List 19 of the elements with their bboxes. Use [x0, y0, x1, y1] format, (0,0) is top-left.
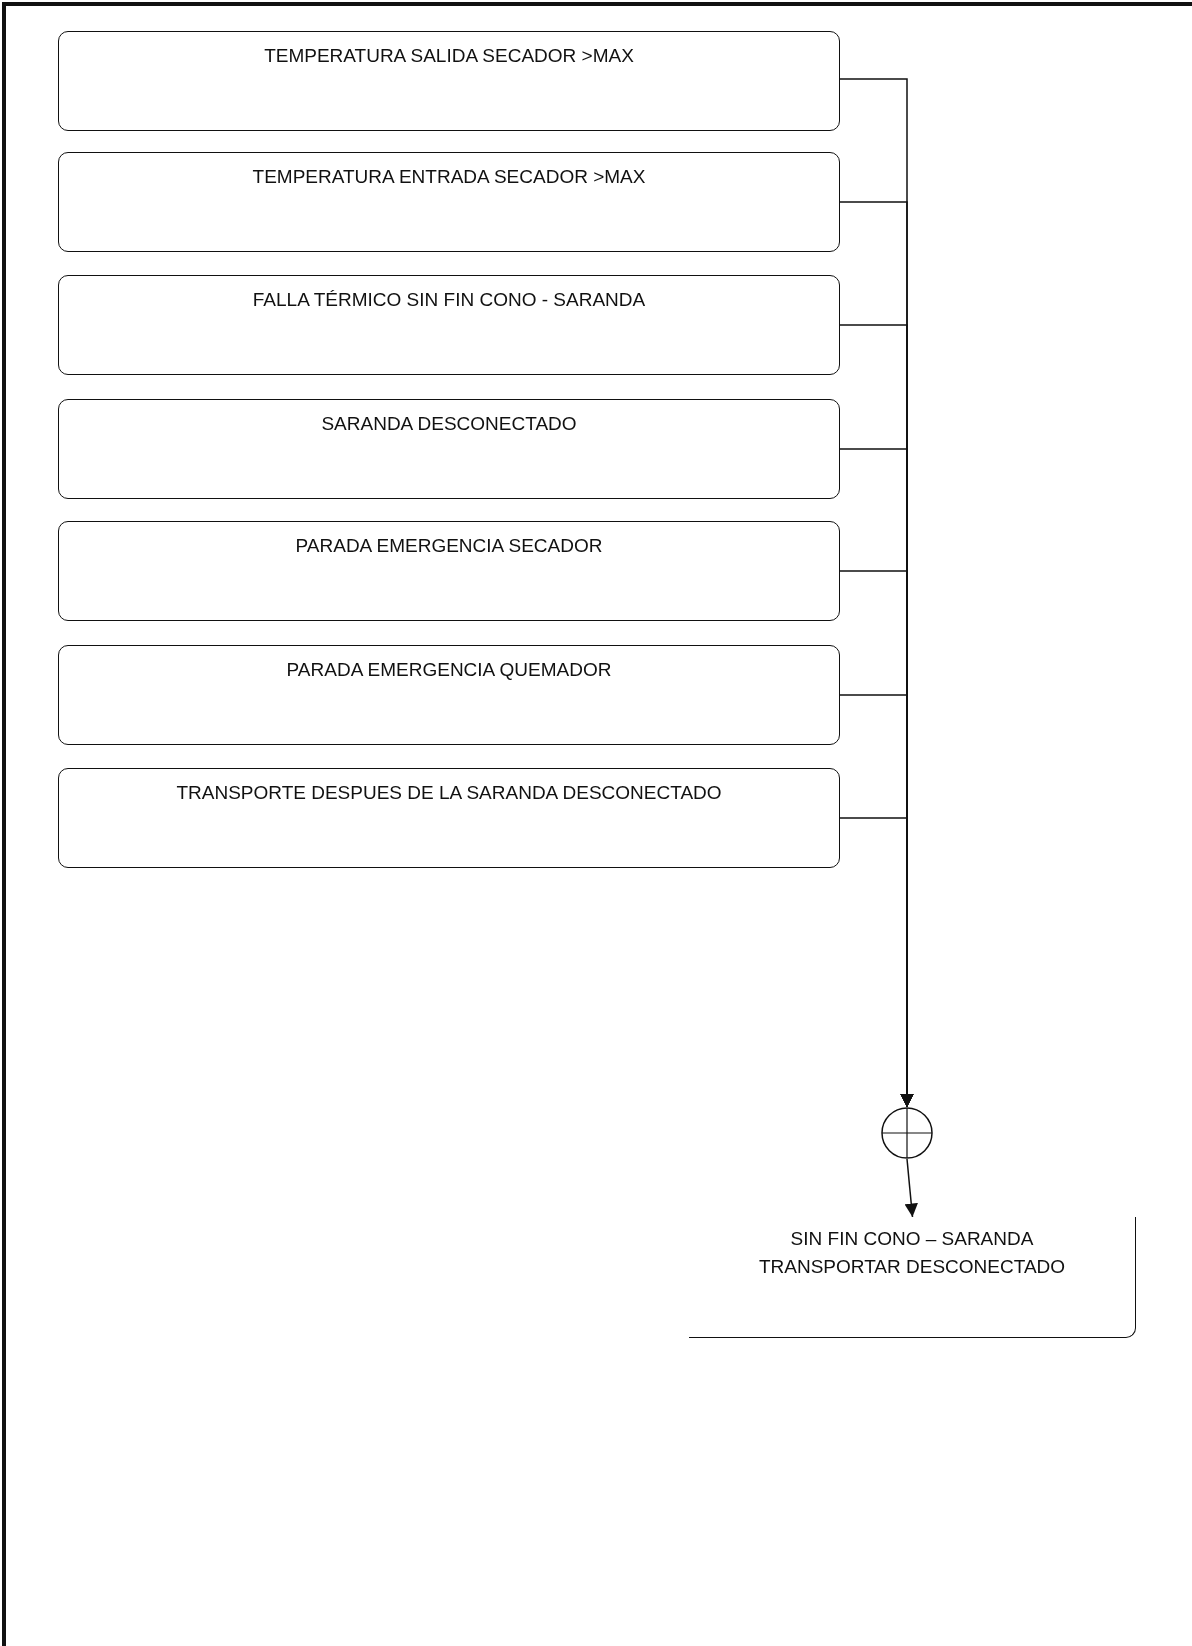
condition-box — [58, 275, 840, 375]
condition-box — [58, 31, 840, 131]
condition-box — [58, 768, 840, 868]
box-label: PARADA EMERGENCIA SECADOR — [294, 534, 604, 558]
summing-junction-circle — [881, 1107, 933, 1159]
condition-box — [58, 399, 840, 499]
connector-arrow — [839, 817, 914, 1108]
connector-arrow — [904, 1158, 918, 1218]
condition-box — [58, 521, 840, 621]
box-label: SARANDA DESCONECTADO — [320, 412, 578, 436]
box-label: TEMPERATURA ENTRADA SECADOR >MAX — [251, 165, 647, 189]
box-label: TEMPERATURA SALIDA SECADOR >MAX — [263, 44, 635, 68]
box-label: SIN FIN CONO – SARANDA TRANSPORTAR DESCONECTADO — [757, 1227, 1067, 1279]
box-label: TRANSPORTE DESPUES DE LA SARANDA DESCONECTADO — [175, 781, 723, 805]
box-label: FALLA TÉRMICO SIN FIN CONO - SARANDA — [251, 288, 647, 312]
box-label: PARADA EMERGENCIA QUEMADOR — [285, 658, 613, 682]
condition-box — [58, 152, 840, 252]
result-box — [689, 1217, 1136, 1338]
condition-box — [58, 645, 840, 745]
